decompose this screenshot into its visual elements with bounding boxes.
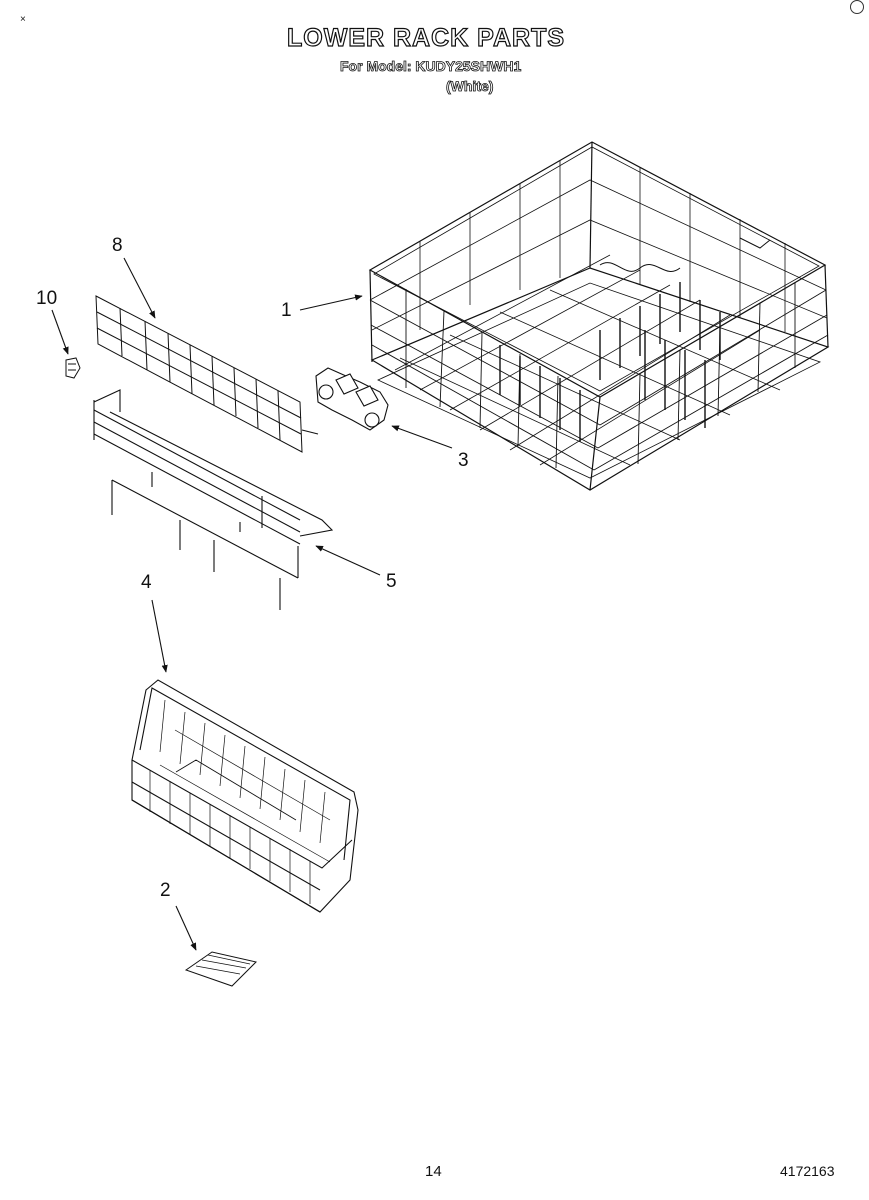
- document-number: 4172163: [780, 1163, 835, 1179]
- tine-row-assembly-icon: [94, 390, 332, 610]
- lower-dish-rack-icon: [370, 142, 828, 490]
- clip-icon: [66, 358, 80, 378]
- callout-3: 3: [458, 450, 469, 471]
- corner-circle: [850, 0, 864, 14]
- page-number: 14: [425, 1163, 442, 1180]
- callout-8: 8: [112, 235, 123, 256]
- color-line: (White): [446, 78, 494, 95]
- basket-cover-icon: [186, 952, 256, 986]
- corner-mark: ×: [20, 14, 26, 25]
- page-title: LOWER RACK PARTS: [286, 23, 566, 52]
- callout-4: 4: [141, 572, 152, 593]
- rack-shield-icon: [96, 296, 318, 452]
- rack-roller-bracket-icon: [316, 368, 388, 430]
- callout-2: 2: [160, 880, 171, 901]
- model-line: For Model: KUDY25SHWH1: [340, 58, 522, 75]
- leader-lines: [52, 258, 452, 951]
- callout-10: 10: [36, 288, 58, 309]
- callout-1: 1: [281, 300, 292, 321]
- callout-5: 5: [386, 571, 397, 592]
- silverware-basket-icon: [132, 680, 358, 912]
